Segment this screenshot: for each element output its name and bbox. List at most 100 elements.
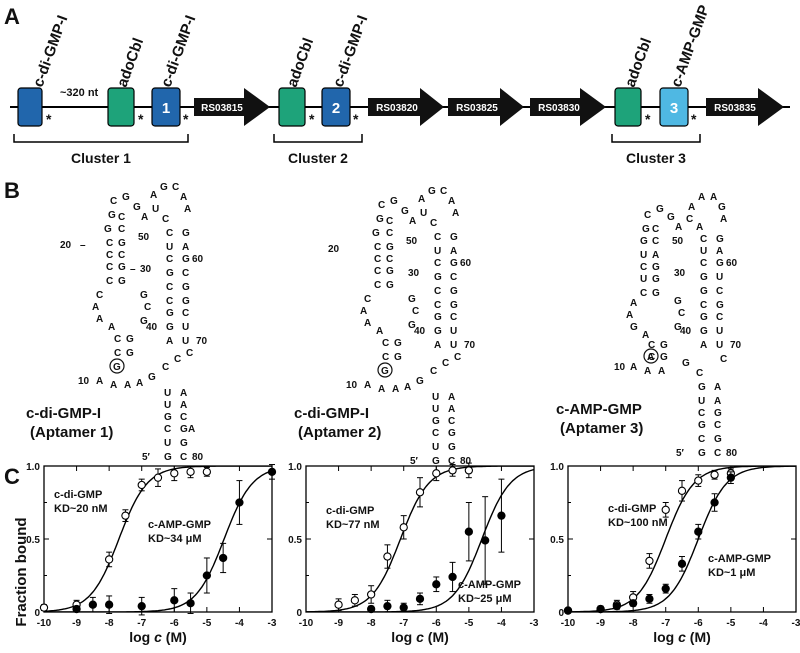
data-point-campgmp — [710, 498, 719, 507]
svg-text:C: C — [382, 352, 389, 363]
x-axis-label: log c (M) — [129, 629, 187, 645]
svg-text:U: U — [716, 326, 723, 337]
svg-text:G: G — [432, 456, 440, 467]
svg-text:C: C — [648, 340, 655, 351]
svg-text:C: C — [174, 354, 181, 365]
nt-number-50: 50 — [672, 236, 684, 247]
svg-text:U: U — [716, 340, 723, 351]
svg-text:G: G — [434, 272, 442, 283]
svg-text:C: C — [106, 262, 113, 273]
data-point-cdigmp — [694, 476, 703, 485]
fit-curve-campgmp — [568, 466, 796, 612]
data-point-campgmp — [202, 571, 212, 580]
svg-text:G: G — [642, 224, 650, 235]
y-tick-label: 0 — [558, 608, 564, 619]
cluster-2-bracket — [273, 134, 363, 143]
svg-text:A: A — [452, 208, 459, 219]
svg-text:U: U — [700, 246, 707, 257]
data-point-cdigmp — [645, 556, 654, 566]
svg-text:G: G — [716, 300, 724, 311]
x-tick-label: -6 — [694, 618, 703, 629]
svg-text:A: A — [166, 336, 173, 347]
x-tick-label: -4 — [235, 618, 244, 629]
panel-label-b: B — [4, 178, 20, 203]
y-tick-label: 0.5 — [26, 535, 40, 546]
data-point-cdigmp — [448, 466, 457, 475]
series-label: c-AMP-GMP — [148, 519, 211, 531]
riboswitch-box-cdigmp-2 — [321, 87, 351, 127]
svg-text:A: A — [714, 396, 721, 407]
data-point-campgmp — [612, 602, 622, 611]
label-cdigmp-1: c-di-GMP-I — [30, 13, 72, 89]
svg-text:U: U — [434, 246, 441, 257]
x-tick-label: -10 — [299, 618, 314, 629]
svg-text:C: C — [186, 348, 193, 359]
svg-text:G: G — [182, 254, 190, 265]
svg-text:A: A — [409, 216, 416, 227]
svg-text:C: C — [450, 312, 457, 323]
svg-text:A: A — [448, 404, 455, 415]
svg-text:C: C — [374, 266, 381, 277]
data-point-campgmp — [464, 527, 474, 536]
x-tick-label: -9 — [596, 618, 605, 629]
x-tick-label: -7 — [399, 618, 408, 629]
svg-text:G: G — [140, 290, 148, 301]
svg-text:G: G — [716, 258, 724, 269]
svg-text:C: C — [374, 254, 381, 265]
svg-text:G: G — [428, 186, 436, 197]
svg-text:C: C — [166, 254, 173, 265]
svg-text:G: G — [182, 296, 190, 307]
nt-number-10: 10 — [346, 380, 358, 391]
svg-text:A: A — [92, 302, 99, 313]
svg-text:G: G — [166, 322, 174, 333]
x-tick-label: -3 — [268, 618, 277, 629]
svg-text:A: A — [716, 246, 723, 257]
asterisk: * — [46, 111, 52, 127]
svg-text:U: U — [164, 400, 171, 411]
riboswitch-box-adocbl-1 — [107, 87, 135, 127]
cluster-1-label: Cluster 1 — [71, 150, 131, 166]
panel-label-c: C — [4, 464, 20, 489]
svg-text:C: C — [432, 428, 439, 439]
svg-text:C: C — [434, 258, 441, 269]
svg-text:C: C — [166, 228, 173, 239]
fit-curve-campgmp — [306, 468, 534, 612]
svg-text:G: G — [122, 192, 130, 203]
svg-text:G: G — [652, 274, 660, 285]
structure-name-2: c-di-GMP-I — [294, 405, 369, 422]
asterisk: * — [353, 111, 359, 127]
svg-text:A: A — [364, 380, 371, 391]
nt-number-40: 40 — [146, 322, 158, 333]
svg-text:G: G — [408, 320, 416, 331]
svg-text:A: A — [448, 392, 455, 403]
panel-label-a: A — [4, 4, 20, 29]
svg-text:A: A — [675, 222, 682, 233]
nt-number-60: 60 — [192, 254, 204, 265]
y-tick-label: 0.5 — [288, 535, 302, 546]
svg-text:A: A — [392, 384, 399, 395]
data-point-campgmp — [726, 473, 736, 482]
svg-text:U: U — [164, 438, 171, 449]
svg-text:A: A — [364, 318, 371, 329]
gene-arrow-rs03825 — [448, 88, 524, 126]
svg-text:C: C — [374, 280, 381, 291]
riboswitch-box-adocbl-2 — [278, 87, 306, 127]
x-axis-label: log c (M) — [391, 629, 449, 645]
svg-text:A: A — [136, 378, 143, 389]
svg-text:C: C — [700, 234, 707, 245]
svg-text:A: A — [714, 382, 721, 393]
x-tick-label: -7 — [137, 618, 146, 629]
spacer-label: ~320 nt — [60, 87, 99, 99]
svg-text:G: G — [104, 224, 112, 235]
asterisk: * — [691, 111, 697, 127]
svg-text:C: C — [720, 354, 727, 365]
x-tick-label: -9 — [334, 618, 343, 629]
svg-text:U: U — [698, 396, 705, 407]
x-tick-label: -3 — [530, 618, 539, 629]
svg-text:G: G — [698, 420, 706, 431]
five-prime-label: 5′ — [410, 456, 419, 467]
svg-text:G: G — [416, 376, 424, 387]
data-point-campgmp — [170, 596, 179, 605]
